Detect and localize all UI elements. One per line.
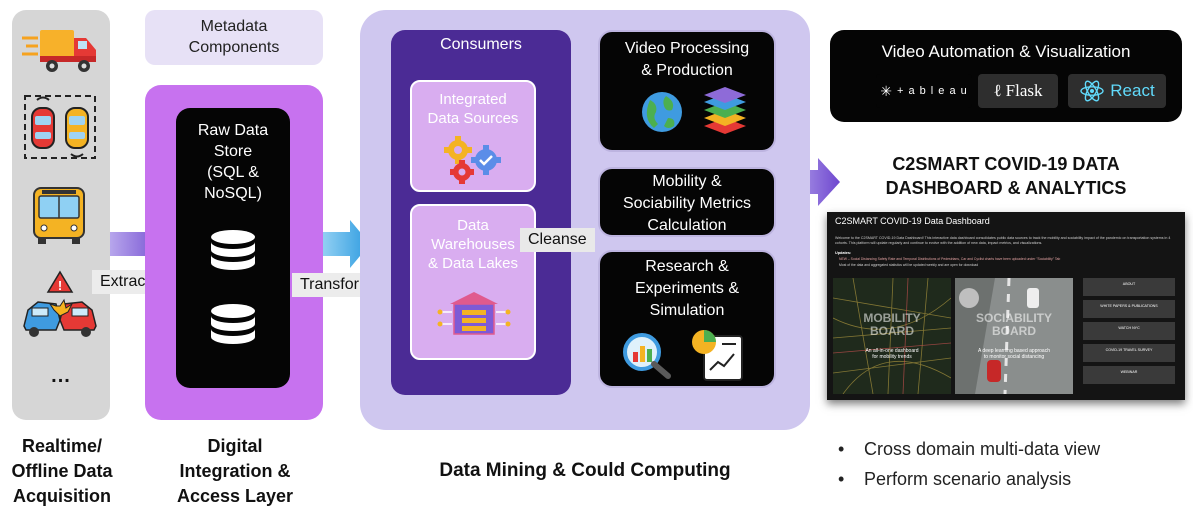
globe-icon bbox=[642, 92, 682, 132]
menu-webinar-button[interactable]: WEBINAR bbox=[1083, 366, 1175, 384]
mobility-metrics-label: Mobility & Sociability Metrics Calculati… bbox=[622, 173, 752, 234]
transform-arrow bbox=[312, 220, 370, 268]
data-mining-label: Data Mining & Could Computing bbox=[439, 460, 731, 481]
connected-cars-icon bbox=[24, 95, 96, 159]
raw-data-store-label: Raw Data Store (SQL & NoSQL) bbox=[197, 122, 269, 202]
react-icon bbox=[1080, 80, 1104, 102]
integration-label: Digital Integration & Access Layer bbox=[176, 436, 294, 506]
dashboard-intro: Welcome to the C2SMART COVID-19 Data Das… bbox=[835, 236, 1171, 245]
video-automation-title: Video Automation & Visualization bbox=[881, 42, 1131, 61]
mobility-board-title: MOBILITY BOARD bbox=[863, 311, 921, 338]
menu-about-button[interactable]: ABOUT bbox=[1083, 278, 1175, 296]
svg-text:!: ! bbox=[58, 278, 62, 293]
video-processing-panel: Video Processing & Production bbox=[598, 30, 776, 152]
flask-logo: ℓ Flask bbox=[978, 74, 1058, 108]
street-photo-icon bbox=[955, 278, 1073, 394]
warehouse-icon bbox=[437, 292, 511, 335]
flask-icon: ℓ bbox=[993, 81, 1002, 100]
menu-white-papers-button[interactable]: WHITE PAPERS & PUBLICATIONS bbox=[1083, 300, 1175, 318]
consumers-label: Consumers bbox=[440, 36, 522, 53]
map-layers-icon bbox=[704, 87, 746, 134]
sociability-board-card[interactable]: SOCIABILITY BOARD A deep learning based … bbox=[955, 278, 1073, 394]
data-warehouses-box: Data Warehouses & Data Lakes bbox=[410, 204, 536, 360]
dashboard-updates-label: Updates: bbox=[835, 251, 852, 255]
mobility-metrics-panel: Mobility & Sociability Metrics Calculati… bbox=[598, 167, 776, 237]
delivery-truck-icon bbox=[22, 30, 96, 72]
research-label: Research & Experiments & Simulation bbox=[634, 258, 740, 319]
dashboard-menu: ABOUT WHITE PAPERS & PUBLICATIONS WATCH … bbox=[1083, 278, 1175, 384]
video-processing-label: Video Processing & Production bbox=[624, 40, 750, 79]
database-icon bbox=[211, 304, 255, 344]
bus-icon bbox=[33, 187, 85, 244]
react-logo: React bbox=[1068, 74, 1166, 108]
acquisition-label: Realtime/ Offline Data Acquisition bbox=[11, 436, 113, 506]
feature-bullets: Cross domain multi-data view Perform sce… bbox=[838, 434, 1100, 494]
bullet-item: Cross domain multi-data view bbox=[838, 434, 1100, 464]
menu-watch-nyc-button[interactable]: WATCH NYC bbox=[1083, 322, 1175, 340]
city-map-icon bbox=[833, 278, 951, 394]
car-crash-icon: ! bbox=[23, 270, 97, 337]
mobility-board-subtitle: An all-in-one dashboard for mobility tre… bbox=[865, 348, 919, 360]
menu-travel-survey-button[interactable]: COVID-19 TRAVEL SURVEY bbox=[1083, 344, 1175, 362]
report-chart-icon bbox=[692, 330, 743, 381]
integrated-data-sources-label: Integrated Data Sources bbox=[427, 91, 519, 127]
analytics-magnifier-icon bbox=[623, 333, 671, 379]
more-sources-ellipsis: ... bbox=[51, 365, 71, 387]
metadata-components-box: Metadata Components bbox=[145, 10, 323, 65]
sociability-board-subtitle: A deep learning based approach to monito… bbox=[977, 348, 1050, 360]
dashboard-heading: C2SMART COVID-19 DATA DASHBOARD & ANALYT… bbox=[885, 154, 1127, 198]
dashboard-title: C2SMART COVID-19 Data Dashboard bbox=[835, 216, 990, 226]
sociability-board-title: SOCIABILITY BOARD bbox=[975, 311, 1052, 338]
dashboard-screenshot: C2SMART COVID-19 Data Dashboard Welcome … bbox=[827, 212, 1185, 400]
bullet-item: Perform scenario analysis bbox=[838, 464, 1100, 494]
tableau-icon: ✳ bbox=[880, 82, 893, 99]
research-panel: Research & Experiments & Simulation bbox=[598, 250, 776, 388]
database-icon bbox=[211, 230, 255, 270]
cleanse-label: Cleanse bbox=[520, 228, 595, 252]
mobility-board-card[interactable]: MOBILITY BOARD An all-in-one dashboard f… bbox=[833, 278, 951, 394]
data-warehouses-label: Data Warehouses & Data Lakes bbox=[427, 217, 519, 272]
gears-icon bbox=[444, 136, 501, 184]
dashboard-update-1: NEW – Social Distancing Safety Rate and … bbox=[839, 257, 1061, 261]
tableau-logo: ✳ + a b l e a u bbox=[876, 74, 972, 108]
dashboard-update-2: Most of the data and aggregated statisti… bbox=[839, 263, 979, 267]
